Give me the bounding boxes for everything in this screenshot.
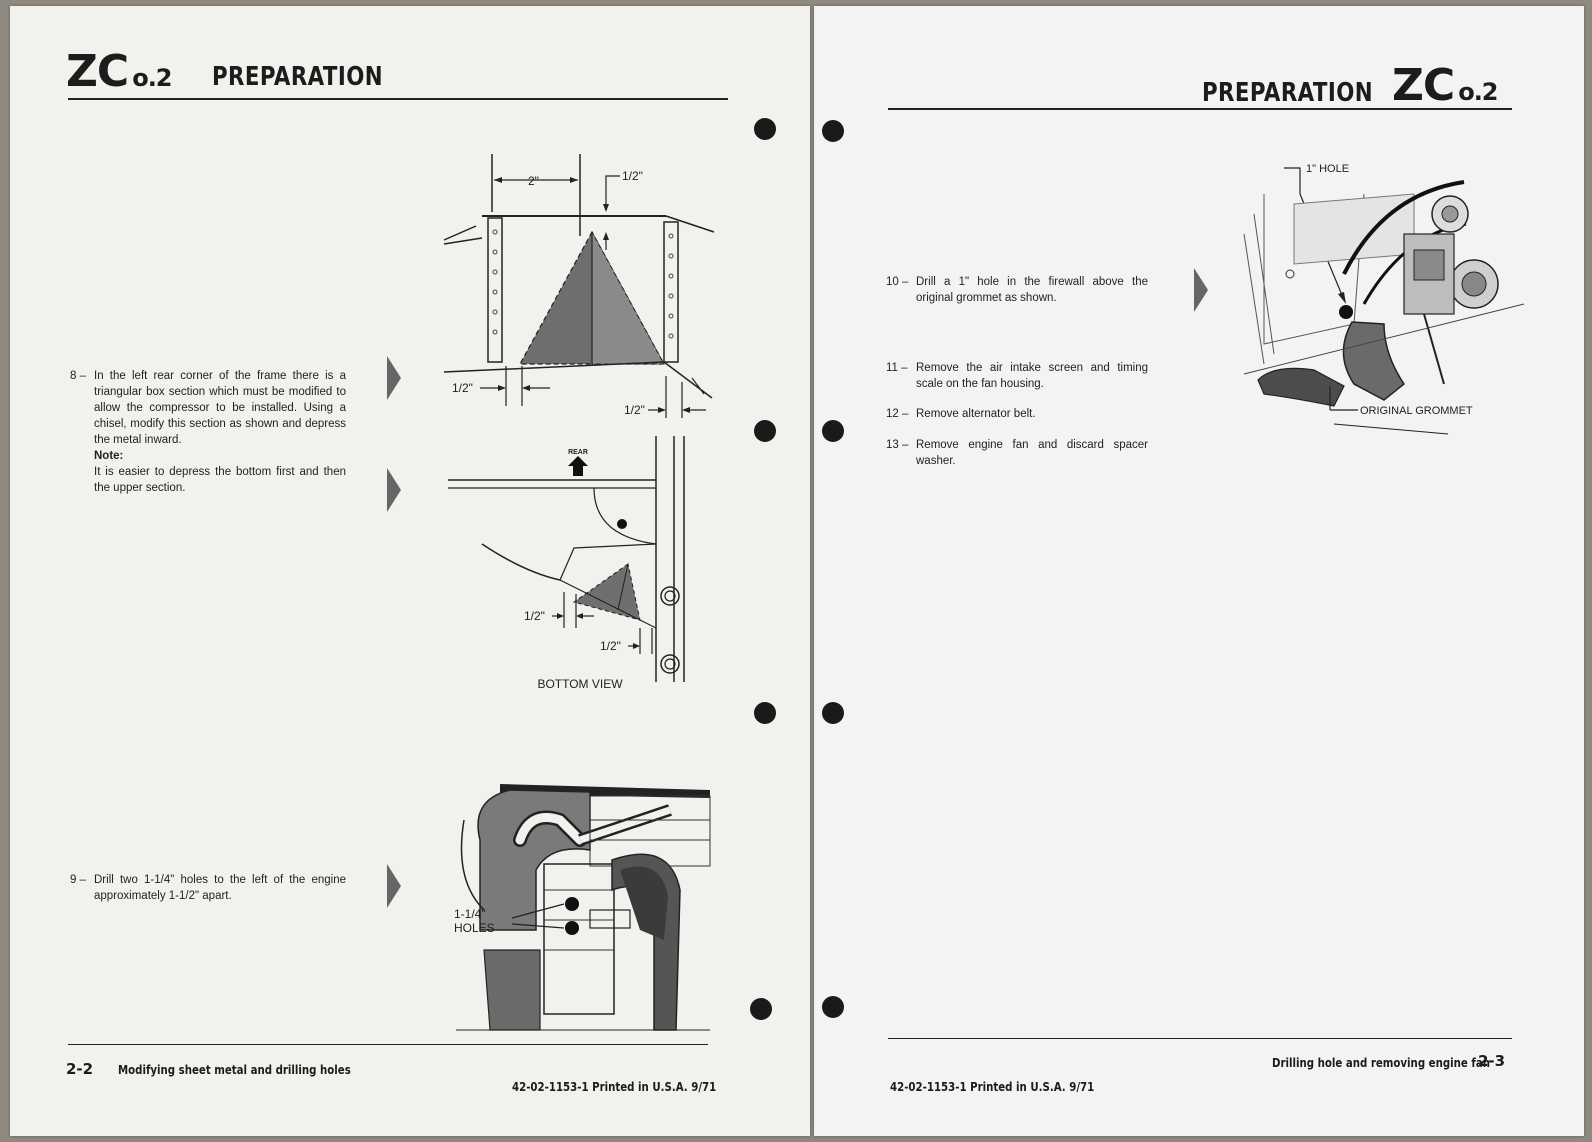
binder-hole: [822, 702, 844, 724]
grommet-label: ORIGINAL GROMMET: [1360, 405, 1473, 417]
holes-label: 1-1/4": [454, 907, 486, 921]
step-11: 11 – Remove the air intake screen and ti…: [886, 362, 1148, 390]
header-rule: [68, 98, 728, 100]
page-number: 2-2: [66, 1060, 94, 1078]
pointer-arrow-icon: [1194, 268, 1208, 312]
step-8: 8 – In the left rear corner of the frame…: [70, 370, 346, 494]
step-9: 9 – Drill two 1-1/4" holes to the left o…: [70, 874, 346, 902]
footer-rule: [68, 1044, 708, 1045]
dim-label: 1/2": [600, 639, 621, 653]
up-arrow-icon: [568, 456, 588, 476]
pointer-arrow-icon: [387, 356, 401, 400]
page-footer-title: Drilling hole and removing engine fan: [1272, 1056, 1490, 1070]
print-line: 42-02-1153-1 Printed in U.S.A. 9/71: [512, 1080, 717, 1094]
engine-holes-diagram: 1-1/4" HOLES: [440, 780, 720, 1044]
rear-label: REAR: [568, 449, 588, 456]
binder-hole: [750, 998, 772, 1020]
firewall-grommet-diagram: 1" HOLE ORIGINAL GROMMET: [1243, 163, 1525, 435]
dim-label: 1/2": [622, 169, 643, 183]
step-10: 10 – Drill a 1" hole in the firewall abo…: [886, 276, 1148, 304]
pointer-arrow-icon: [387, 468, 401, 512]
figure-caption: BOTTOM VIEW: [537, 677, 623, 691]
footer-rule: [888, 1038, 1512, 1039]
step-13: 13 – Remove engine fan and discard space…: [886, 439, 1148, 467]
step-12: 12 – Remove alternator belt.: [886, 408, 1036, 420]
binder-hole: [822, 996, 844, 1018]
frame-triangle-diagram: 2" 1/2" 1/2" 1/2": [443, 154, 715, 418]
bottom-view-diagram: REAR 1/2" 1/2" BOTTOM VIEW: [448, 436, 685, 691]
hole-label: 1" HOLE: [1306, 163, 1349, 175]
page-footer-title: Modifying sheet metal and drilling holes: [118, 1063, 351, 1077]
dim-label: 1/2": [524, 609, 545, 623]
page-number: 2-3: [1478, 1052, 1506, 1070]
section-title: PREPARATION: [1202, 78, 1373, 108]
holes-label: HOLES: [454, 921, 495, 935]
pointer-arrow-icon: [387, 864, 401, 908]
binder-hole: [822, 120, 844, 142]
binder-hole: [754, 702, 776, 724]
binder-hole: [754, 420, 776, 442]
print-line: 42-02-1153-1 Printed in U.S.A. 9/71: [890, 1080, 1095, 1094]
header-rule: [888, 108, 1512, 110]
dim-label: 1/2": [452, 381, 473, 395]
dim-label: 2": [528, 174, 539, 188]
binder-hole: [754, 118, 776, 140]
section-title: PREPARATION: [212, 62, 383, 92]
binder-hole: [822, 420, 844, 442]
dim-label: 1/2": [624, 403, 645, 417]
